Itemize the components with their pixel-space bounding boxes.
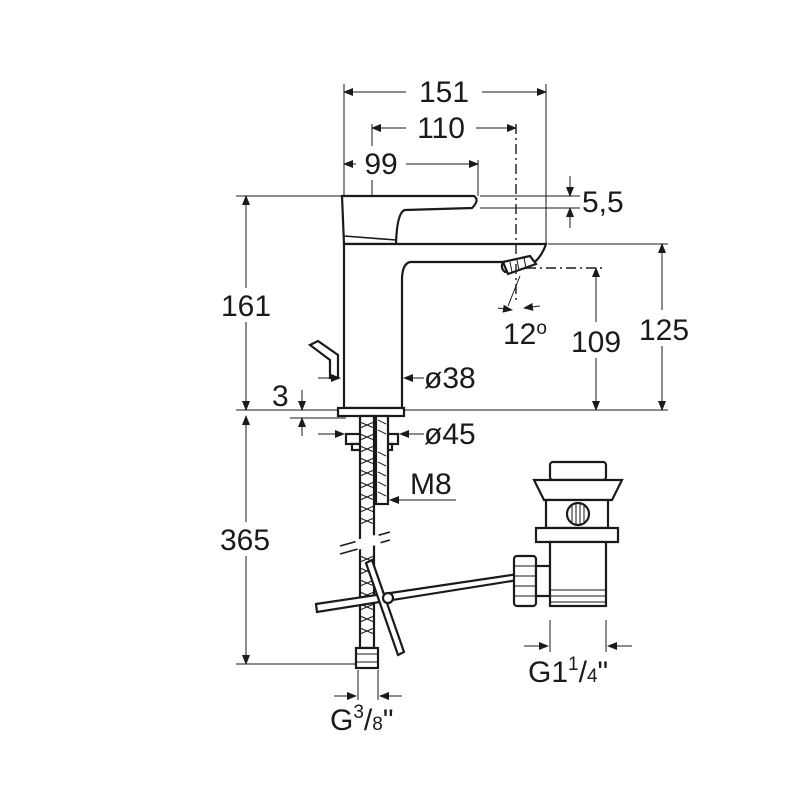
hose-nut: [354, 646, 380, 670]
waste-top-cap: [548, 460, 608, 482]
dim-lever-offset: 5,5: [582, 186, 624, 219]
lever-handle: [340, 194, 478, 246]
dim-hose-thread: G3/8": [330, 702, 394, 737]
dim-body-diameter: ø38: [424, 362, 476, 395]
waste-flange: [532, 478, 624, 502]
popup-waste: [314, 460, 624, 657]
popup-rod: [307, 339, 340, 380]
faucet-body: [307, 194, 548, 418]
dim-total-height: 161: [221, 290, 271, 323]
dimension-labels: 151 110 99 5,5 161 125 109 12o ø38 3 ø45…: [220, 76, 689, 737]
dim-spout-height: 125: [639, 314, 689, 347]
faucet-column: [342, 242, 548, 410]
fixing-assembly: [339, 414, 400, 670]
waste-linkage-rod: [314, 572, 520, 614]
waste-lateral-nut: [512, 554, 538, 608]
dim-spout-angle: 12o: [503, 318, 547, 351]
threaded-stud: [374, 414, 390, 506]
dim-hose-length: 365: [220, 524, 270, 557]
dimension-lines: [212, 74, 694, 700]
dim-overall-width: 151: [419, 76, 469, 109]
base-plate: [336, 406, 406, 418]
waste-tail: [548, 540, 608, 608]
dim-stud-thread: M8: [410, 468, 452, 501]
dim-outlet-height: 109: [571, 326, 621, 359]
dim-waste-thread: G11/4": [528, 654, 608, 689]
lever-collar: [343, 235, 397, 241]
hose-braid: [359, 421, 375, 635]
waste-vertical-rod: [364, 558, 406, 657]
dim-lever-length: 99: [364, 148, 397, 181]
waste-nut: [534, 526, 620, 544]
dim-base-diameter: ø45: [424, 418, 476, 451]
dim-base-gap: 3: [272, 380, 289, 413]
dim-axis-reach: 110: [417, 112, 465, 145]
